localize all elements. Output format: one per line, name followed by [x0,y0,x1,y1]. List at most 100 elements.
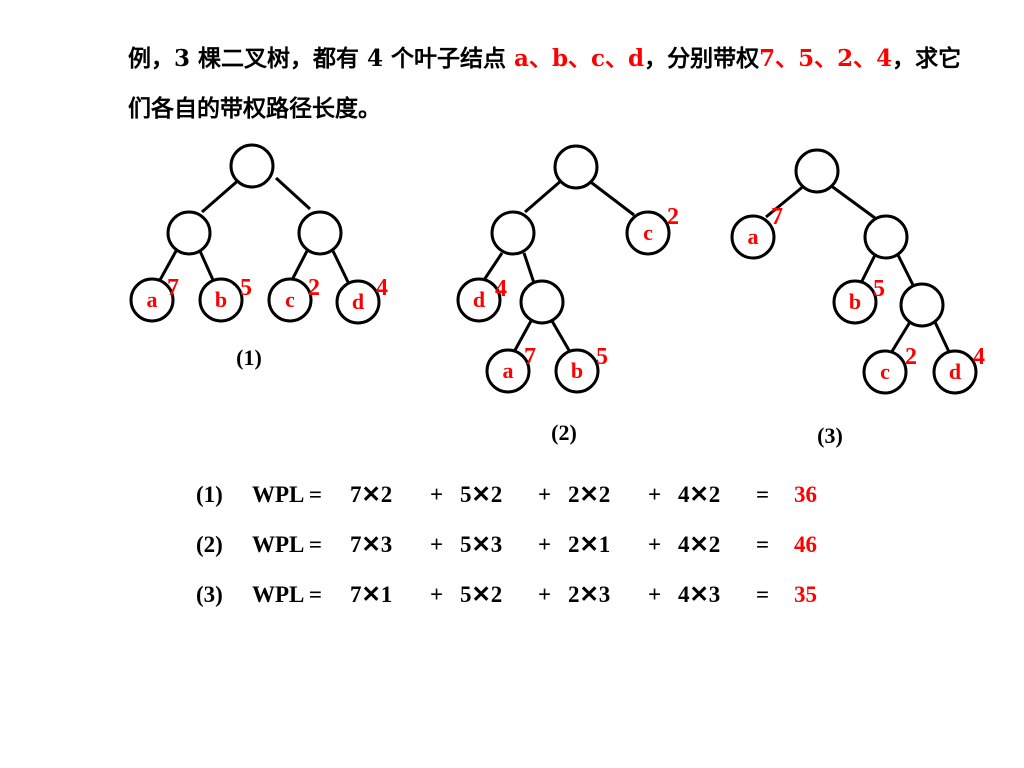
leaf-node [862,349,908,395]
wpl-term: 7✕3 [350,532,393,557]
wpl-calculations: (1) WPL = 7✕2 + 5✕2 + 2✕2 + 4✕2 = 36 (2)… [196,482,896,632]
leaf-label: c [880,359,890,384]
tree-node [297,210,343,256]
wpl-equals: = [756,582,770,607]
leaf-weight: 4 [973,344,985,370]
wpl-plus: + [538,532,552,557]
wpl-plus: + [538,582,552,607]
tree-node [519,279,565,325]
binary-trees-diagram: a b c d 7 5 2 4 (1) c d a b 2 4 7 5 (2) [129,143,985,448]
wpl-row: (2) WPL = 7✕3 + 5✕3 + 2✕1 + 4✕2 = 46 [196,532,896,582]
tree-edge [512,320,533,353]
tree-edge [933,321,952,355]
tree-caption: (1) [236,345,262,370]
leaf-node [267,277,313,323]
wpl-plus: + [430,582,444,607]
leaf-weight: 7 [771,204,783,230]
wpl-label: WPL = [252,482,322,507]
leaf-label: c [643,220,653,245]
leaf-node [554,348,600,394]
leaf-node [625,210,671,256]
wpl-result: 46 [794,532,817,557]
tree-node [899,282,945,328]
leaf-label: b [215,287,227,312]
tree-edge [198,250,215,281]
tree-edge [896,254,915,286]
problem-statement: 例，3 棵二叉树，都有 4 个叶子结点 a、b、c、d，分别带权7、5、2、4，… [128,34,978,134]
tree-edge [524,178,563,214]
wpl-plus: + [538,482,552,507]
tree-edge [331,250,350,283]
statement-mid: ，分别带权 [644,45,760,72]
leaf-label: d [473,287,485,312]
wpl-plus: + [430,482,444,507]
leaf-weight: 7 [524,344,536,370]
wpl-result: 36 [794,482,817,507]
tree-edge [765,183,806,219]
wpl-plus: + [430,532,444,557]
leaf-node [485,348,531,394]
tree-caption: (2) [551,420,577,445]
tree-node [863,214,909,260]
leaf-weight: 5 [240,275,252,301]
tree-edge [522,252,536,284]
leaf-node [730,214,776,260]
tree-edge [889,321,912,354]
tree-node [166,210,212,256]
leaf-label: b [849,289,861,314]
wpl-equals: = [756,532,770,557]
wpl-term: 2✕3 [568,582,611,607]
leaf-label: c [285,287,295,312]
wpl-tree-id: (3) [196,582,223,607]
tree-edge [482,252,504,281]
leaf-node [832,279,878,325]
tree-edge [274,176,312,211]
leaf-label: d [949,359,961,384]
tree-3: a b c d 7 5 2 4 (3) [730,148,985,448]
wpl-term: 7✕2 [350,482,393,507]
leaf-weight: 4 [495,276,507,302]
wpl-plus: + [648,482,662,507]
leaf-names: a、b、c、d [514,45,645,72]
leaf-weight: 7 [167,275,179,301]
leaf-label: d [352,289,364,314]
wpl-plus: + [648,532,662,557]
leaf-label: a [748,224,759,249]
wpl-term: 5✕2 [460,482,503,507]
tree-edge [858,254,877,286]
wpl-term: 5✕3 [460,532,503,557]
wpl-tree-id: (2) [196,532,223,557]
leaf-node [198,277,244,323]
leaf-label: a [147,287,158,312]
wpl-label: WPL = [252,532,322,557]
tree-node [553,144,599,190]
leaf-weights: 7、5、2、4 [759,45,893,72]
wpl-term: 7✕1 [350,582,393,607]
leaf-node [456,277,502,323]
leaf-weight: 4 [376,275,388,301]
leaf-node [932,349,978,395]
leaf-weight: 5 [596,344,608,370]
leaf-label: b [571,358,583,383]
wpl-equals: = [756,482,770,507]
leaf-label: a [503,358,514,383]
tree-edge [829,183,876,220]
tree-2: c d a b 2 4 7 5 (2) [456,144,679,445]
tree-1: a b c d 7 5 2 4 (1) [129,143,388,370]
wpl-row: (1) WPL = 7✕2 + 5✕2 + 2✕2 + 4✕2 = 36 [196,482,896,532]
wpl-plus: + [648,582,662,607]
wpl-term: 5✕2 [460,582,503,607]
leaf-weight: 2 [308,275,320,301]
tree-node [490,210,536,256]
leaf-node [129,277,175,323]
leaf-weight: 2 [667,204,679,230]
wpl-tree-id: (1) [196,482,223,507]
statement-end: ，求它们各自的带权路径长度。 [128,45,962,122]
tree-edge [290,250,309,281]
wpl-term: 2✕2 [568,482,611,507]
wpl-term: 4✕3 [678,582,721,607]
tree-edge [158,250,178,281]
tree-edge [587,178,635,217]
wpl-label: WPL = [252,582,322,607]
tree-caption: (3) [817,423,843,448]
